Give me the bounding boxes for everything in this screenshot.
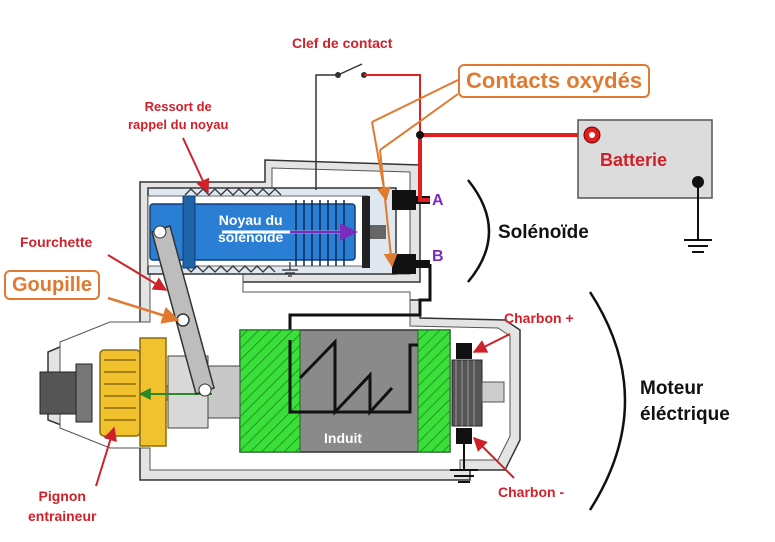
- armature-label: Induit: [324, 430, 363, 446]
- electric-motor: [103, 329, 505, 483]
- brush-plus: [456, 343, 472, 359]
- return-spring-label-line1: Ressort de: [144, 99, 212, 114]
- return-spring-label-line2: rappel du noyau: [128, 117, 229, 132]
- pinion-drive: [39, 337, 241, 447]
- electric-motor-label-line1: Moteur: [640, 378, 704, 399]
- electric-motor-label: Moteur éléctrique: [640, 376, 730, 428]
- solenoid-bracket: [467, 179, 491, 283]
- pinion-label-line2: entraineur: [28, 508, 97, 524]
- fork-pivot-pin: [176, 313, 190, 327]
- ignition-switch: [337, 63, 363, 76]
- brush-minus-label: Charbon -: [498, 484, 565, 500]
- electric-motor-label-line2: éléctrique: [640, 404, 730, 425]
- ignition-key-label: Clef de contact: [292, 35, 393, 51]
- motor-bracket: [588, 291, 627, 511]
- contact-a-label: A: [432, 192, 444, 209]
- brush-plus-label: Charbon +: [504, 310, 574, 326]
- return-spring-label: Ressort de rappel du noyau: [128, 98, 228, 134]
- solenoid-label: Solénoïde: [498, 222, 589, 243]
- battery: [577, 119, 713, 253]
- contact-b-label: B: [432, 248, 444, 265]
- solenoid: [147, 187, 397, 277]
- oxidized-contacts-label: Contacts oxydés: [458, 64, 651, 98]
- pinion: [99, 349, 141, 437]
- oxidized-contacts-text: Contacts oxydés: [466, 68, 643, 93]
- pin-label-text: Goupille: [12, 274, 92, 296]
- contact-plate: [362, 196, 370, 268]
- annotation-arrows: [95, 79, 515, 487]
- pin-label: Goupille: [4, 270, 100, 300]
- core-label-line1: Noyau du: [218, 212, 283, 228]
- pinion-label-line1: Pignon: [38, 488, 86, 504]
- brush-minus: [456, 428, 472, 444]
- core-label: Noyau du solénoïde: [218, 212, 283, 246]
- pinion-label: Pignon entraineur: [28, 486, 96, 526]
- field-winding: [298, 338, 394, 416]
- battery-label: Batterie: [600, 150, 668, 170]
- core-label-line2: solénoïde: [218, 229, 284, 245]
- fork-lever: [151, 225, 215, 397]
- fork-label: Fourchette: [20, 234, 93, 250]
- battery-wire: [418, 135, 430, 202]
- wiring: [288, 63, 592, 355]
